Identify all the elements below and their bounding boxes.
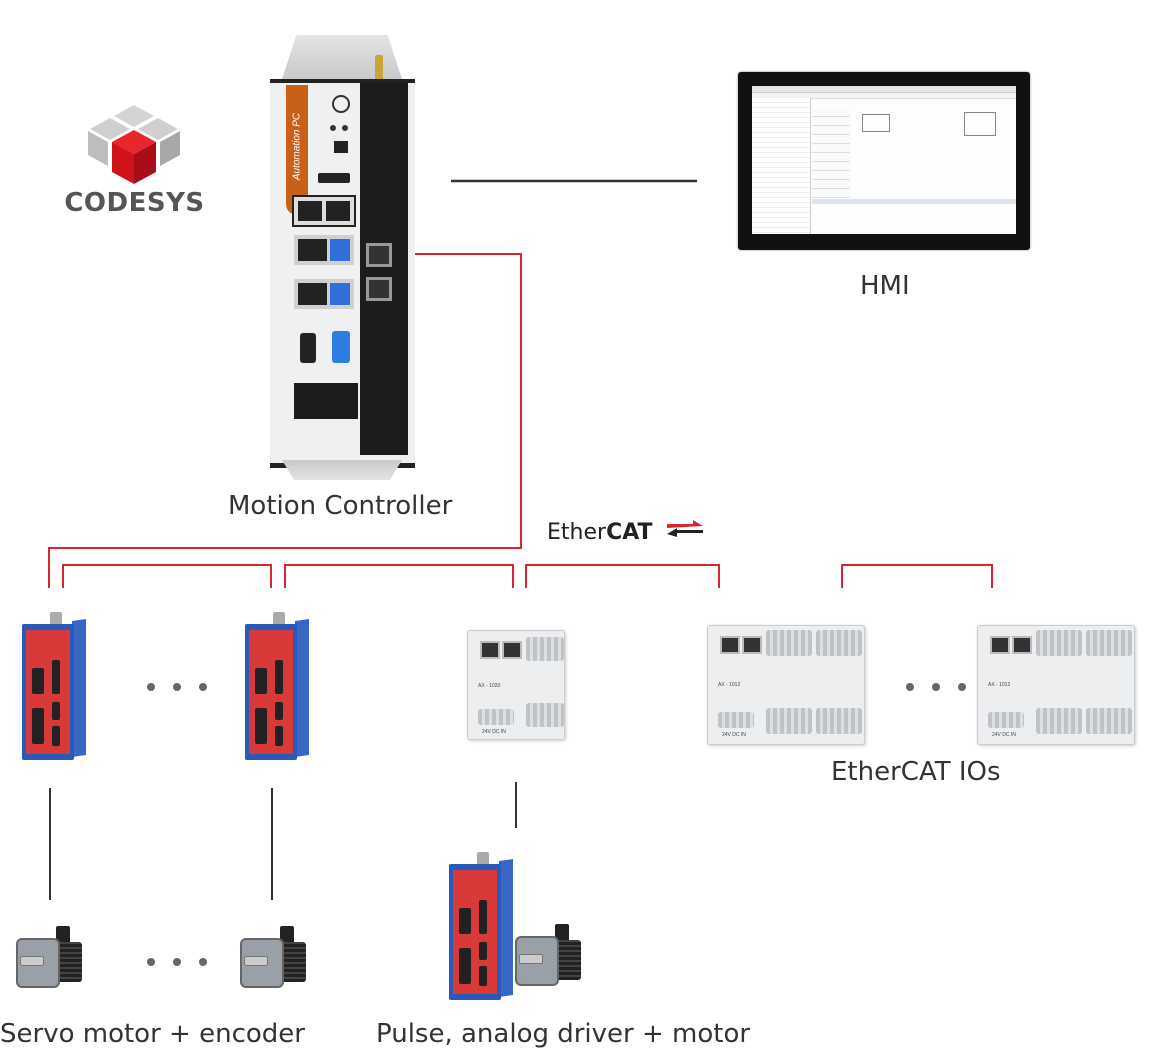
power-button[interactable]: [332, 95, 350, 113]
automation-pc-badge: Automation PC: [286, 85, 308, 215]
ethercat-wire-drive1-drive2: [62, 564, 272, 588]
vga-port: [332, 331, 350, 363]
pulse-group-label: Pulse, analog driver + motor: [376, 1019, 751, 1049]
ethercat-wire-drive2-io1: [284, 564, 514, 588]
servo-motor-ellipsis: [147, 958, 207, 966]
hmi-label: HMI: [860, 271, 910, 301]
servo-drive-2: [245, 612, 309, 762]
ethercat-logo: EtherCAT: [547, 520, 707, 554]
lan-usb-port-2: [294, 235, 354, 265]
pulse-motor: [515, 924, 585, 986]
servo-motor-2: [240, 926, 310, 988]
io-module-3: AX - 1012 24V DC IN: [977, 625, 1135, 745]
motion-controller-device: Automation PC: [270, 35, 415, 480]
ethercat-wire-io1-io2: [525, 564, 720, 588]
io-module-ellipsis: [906, 683, 966, 691]
hmi-panel: [738, 72, 1030, 250]
servo-group-label: Servo motor + encoder: [0, 1019, 305, 1049]
io-module-2: AX - 1012 24V DC IN: [707, 625, 865, 745]
servo-motor-1: [16, 926, 86, 988]
hmi-screen: [752, 86, 1016, 234]
servo-drive-1: [22, 612, 86, 762]
hdmi-port: [318, 173, 350, 183]
motion-controller-label: Motion Controller: [228, 491, 453, 521]
mount-bracket-top: [282, 35, 402, 79]
servo-drive-ellipsis: [147, 683, 207, 691]
codesys-wordmark: CODESYS: [64, 188, 205, 218]
ethercat-arrows-icon: [667, 520, 703, 537]
codesys-cube-icon: [88, 105, 180, 184]
mount-bracket-bottom: [282, 460, 402, 480]
io-module-1: AX - 1020 24V DC IN: [467, 630, 565, 740]
ethercat-ios-label: EtherCAT IOs: [831, 757, 1001, 787]
pulse-analog-driver: [449, 852, 513, 1002]
ethercat-trunk-wire: [48, 253, 522, 588]
ethercat-logo-bold: CAT: [606, 520, 653, 545]
ethercat-wire-io2-io3: [841, 564, 993, 588]
ethercat-logo-regular: Ether: [547, 520, 607, 545]
lan5-port: [366, 243, 392, 267]
com1-port: [300, 333, 316, 363]
lan-usb-port-1: [294, 279, 354, 309]
lan-ports-4-3: [292, 195, 356, 227]
lan5-port-2: [366, 277, 392, 301]
antenna-icon: [375, 55, 383, 83]
codesys-logo: CODESYS: [62, 100, 207, 220]
dc-power-terminal: [294, 383, 358, 419]
controller-side-panel: [360, 83, 408, 455]
status-leds: [330, 125, 352, 131]
dip-switch[interactable]: [334, 141, 348, 153]
